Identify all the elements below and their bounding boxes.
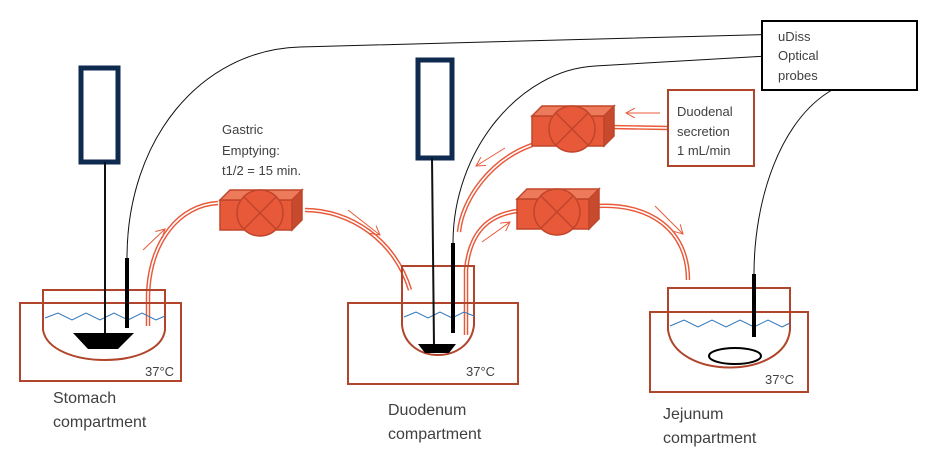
gastric-pump-icon	[219, 189, 303, 237]
temperature-label: 37°C	[466, 364, 495, 379]
optical-probes-box: uDiss Optical probes	[761, 20, 918, 91]
paddle-icon	[418, 344, 456, 353]
stirrer-motor-icon	[78, 65, 121, 165]
paddle-icon	[73, 333, 134, 349]
probe-icon	[451, 243, 455, 333]
tubing	[145, 124, 691, 335]
secretion-pump-icon	[531, 105, 615, 153]
stomach-label-2: compartment	[53, 414, 147, 431]
duodenum-label-2: compartment	[388, 426, 482, 443]
probes-label-3: probes	[778, 68, 818, 83]
duodenum-compartment: 37°C Duodenum compartment	[347, 57, 519, 443]
probes-label-2: Optical	[778, 48, 819, 63]
secretion-rate: 1 mL/min	[677, 143, 730, 158]
probe-cable-stomach	[126, 33, 786, 259]
secretion-label-2: secretion	[677, 124, 730, 139]
temperature-label: 37°C	[145, 364, 174, 379]
jejunum-compartment: 37°C Jejunum compartment	[649, 274, 809, 447]
gastric-emptying-label: Gastric	[222, 122, 264, 137]
probe-icon	[125, 258, 129, 328]
probes-label: uDiss	[778, 29, 811, 44]
jejunal-pump-icon	[516, 188, 600, 236]
stomach-compartment: 37°C Stomach compartment	[19, 65, 182, 431]
jejunum-label-2: compartment	[663, 430, 757, 447]
jejunum-label: Jejunum	[663, 406, 723, 423]
duodenal-secretion-box: Duodenal secretion 1 mL/min	[667, 89, 755, 167]
flow-arrows	[142, 113, 683, 251]
probe-icon	[752, 274, 756, 337]
probe-cable-jejunum	[753, 89, 833, 275]
secretion-label: Duodenal	[677, 104, 733, 119]
stomach-label: Stomach	[53, 390, 116, 407]
stir-bar-icon	[708, 347, 762, 365]
gastric-emptying-label-2: Emptying:	[222, 143, 280, 158]
temperature-label: 37°C	[765, 372, 794, 387]
stirrer-motor-icon	[415, 57, 455, 161]
probe-cable-duodenum	[452, 54, 786, 244]
gastric-emptying-halflife: t1/2 = 15 min.	[222, 163, 301, 178]
duodenum-label: Duodenum	[388, 402, 466, 419]
